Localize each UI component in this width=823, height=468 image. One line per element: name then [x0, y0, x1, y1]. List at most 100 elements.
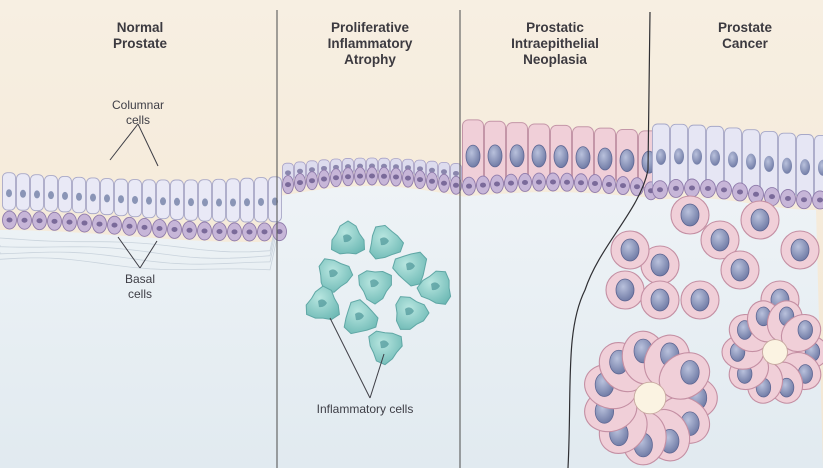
- atypical-nucleus: [554, 146, 568, 168]
- cell-nucleus: [321, 177, 327, 182]
- gland-nucleus: [798, 321, 813, 340]
- cell-nucleus: [48, 191, 54, 199]
- cell-nucleus: [188, 198, 194, 206]
- atypical-nucleus: [510, 145, 524, 167]
- cell-nucleus: [393, 175, 399, 180]
- gland-lumen: [634, 382, 666, 414]
- cell-nucleus: [728, 151, 738, 167]
- atypical-nucleus: [620, 150, 634, 172]
- label-line: Basal: [105, 272, 175, 287]
- cell-nucleus: [705, 186, 711, 191]
- cell-nucleus: [127, 224, 133, 229]
- gland-lumen: [763, 340, 788, 365]
- inflammatory-cells-label: Inflammatory cells: [290, 402, 440, 417]
- cell-nucleus: [357, 174, 363, 179]
- atypical-nucleus: [466, 145, 480, 167]
- label-line: cells: [98, 113, 178, 128]
- cell-nucleus: [333, 175, 339, 180]
- gland-nucleus: [681, 360, 699, 384]
- cancer-nucleus: [621, 239, 639, 261]
- title-line: Intraepithelial: [475, 36, 635, 52]
- cancer-nucleus: [681, 204, 699, 226]
- cell-nucleus: [405, 176, 411, 181]
- cell-nucleus: [453, 171, 459, 176]
- cell-nucleus: [20, 190, 26, 198]
- cancer-nucleus: [651, 289, 669, 311]
- cell-nucleus: [297, 180, 303, 185]
- cell-nucleus: [82, 221, 88, 226]
- cell-nucleus: [441, 181, 447, 186]
- cell-nucleus: [429, 179, 435, 184]
- cell-nucleus: [247, 229, 253, 234]
- basal-cells-label: Basal cells: [105, 272, 175, 302]
- cancer-nucleus: [711, 229, 729, 251]
- cell-nucleus: [174, 198, 180, 206]
- cell-nucleus: [22, 218, 28, 223]
- cell-nucleus: [710, 150, 720, 166]
- cell-nucleus: [52, 219, 58, 224]
- cell-nucleus: [674, 148, 684, 164]
- cell-nucleus: [550, 180, 556, 185]
- cell-nucleus: [417, 177, 423, 182]
- cell-nucleus: [118, 195, 124, 203]
- cell-nucleus: [285, 170, 291, 175]
- cell-nucleus: [67, 220, 73, 225]
- panel-title-normal-prostate: Normal Prostate: [70, 20, 210, 52]
- cell-nucleus: [689, 186, 695, 191]
- cell-nucleus: [620, 183, 626, 188]
- cell-nucleus: [345, 174, 351, 179]
- cell-nucleus: [692, 149, 702, 165]
- cell-nucleus: [522, 180, 528, 185]
- cell-nucleus: [244, 198, 250, 206]
- cell-nucleus: [800, 159, 810, 175]
- cell-nucleus: [480, 183, 486, 188]
- cell-nucleus: [466, 184, 472, 189]
- cell-nucleus: [202, 229, 208, 234]
- cancer-nucleus: [691, 289, 709, 311]
- cell-nucleus: [764, 156, 774, 172]
- atypical-nucleus: [598, 148, 612, 170]
- title-line: Prostatic: [475, 20, 635, 36]
- cell-nucleus: [753, 192, 759, 197]
- label-line: Inflammatory cells: [290, 402, 440, 417]
- cell-nucleus: [564, 180, 570, 185]
- cell-nucleus: [146, 197, 152, 205]
- cell-nucleus: [104, 194, 110, 202]
- cell-nucleus: [578, 180, 584, 185]
- cell-nucleus: [453, 183, 459, 188]
- cell-nucleus: [817, 197, 823, 202]
- title-line: Prostate: [70, 36, 210, 52]
- columnar-cells-label: Columnar cells: [98, 98, 178, 128]
- cancer-nucleus: [791, 239, 809, 261]
- cell-nucleus: [309, 178, 315, 183]
- title-line: Neoplasia: [475, 52, 635, 68]
- cell-nucleus: [97, 222, 103, 227]
- cell-nucleus: [441, 169, 447, 174]
- cell-nucleus: [592, 181, 598, 186]
- title-line: Atrophy: [290, 52, 450, 68]
- cell-nucleus: [634, 184, 640, 189]
- cell-nucleus: [369, 174, 375, 179]
- cell-nucleus: [673, 186, 679, 191]
- cell-nucleus: [801, 197, 807, 202]
- cancer-nucleus: [616, 279, 634, 301]
- cell-nucleus: [187, 228, 193, 233]
- title-line: Inflammatory: [290, 36, 450, 52]
- cell-nucleus: [172, 227, 178, 232]
- cell-nucleus: [6, 189, 12, 197]
- cell-nucleus: [785, 196, 791, 201]
- cell-nucleus: [132, 196, 138, 204]
- title-line: Proliferative: [290, 20, 450, 36]
- cell-nucleus: [62, 192, 68, 200]
- cell-nucleus: [37, 218, 43, 223]
- cell-nucleus: [508, 181, 514, 186]
- cancer-nucleus: [751, 209, 769, 231]
- atypical-nucleus: [488, 145, 502, 167]
- cell-nucleus: [142, 225, 148, 230]
- cell-nucleus: [656, 149, 666, 165]
- cell-nucleus: [606, 182, 612, 187]
- label-line: Columnar: [98, 98, 178, 113]
- cell-nucleus: [216, 199, 222, 207]
- cell-nucleus: [381, 174, 387, 179]
